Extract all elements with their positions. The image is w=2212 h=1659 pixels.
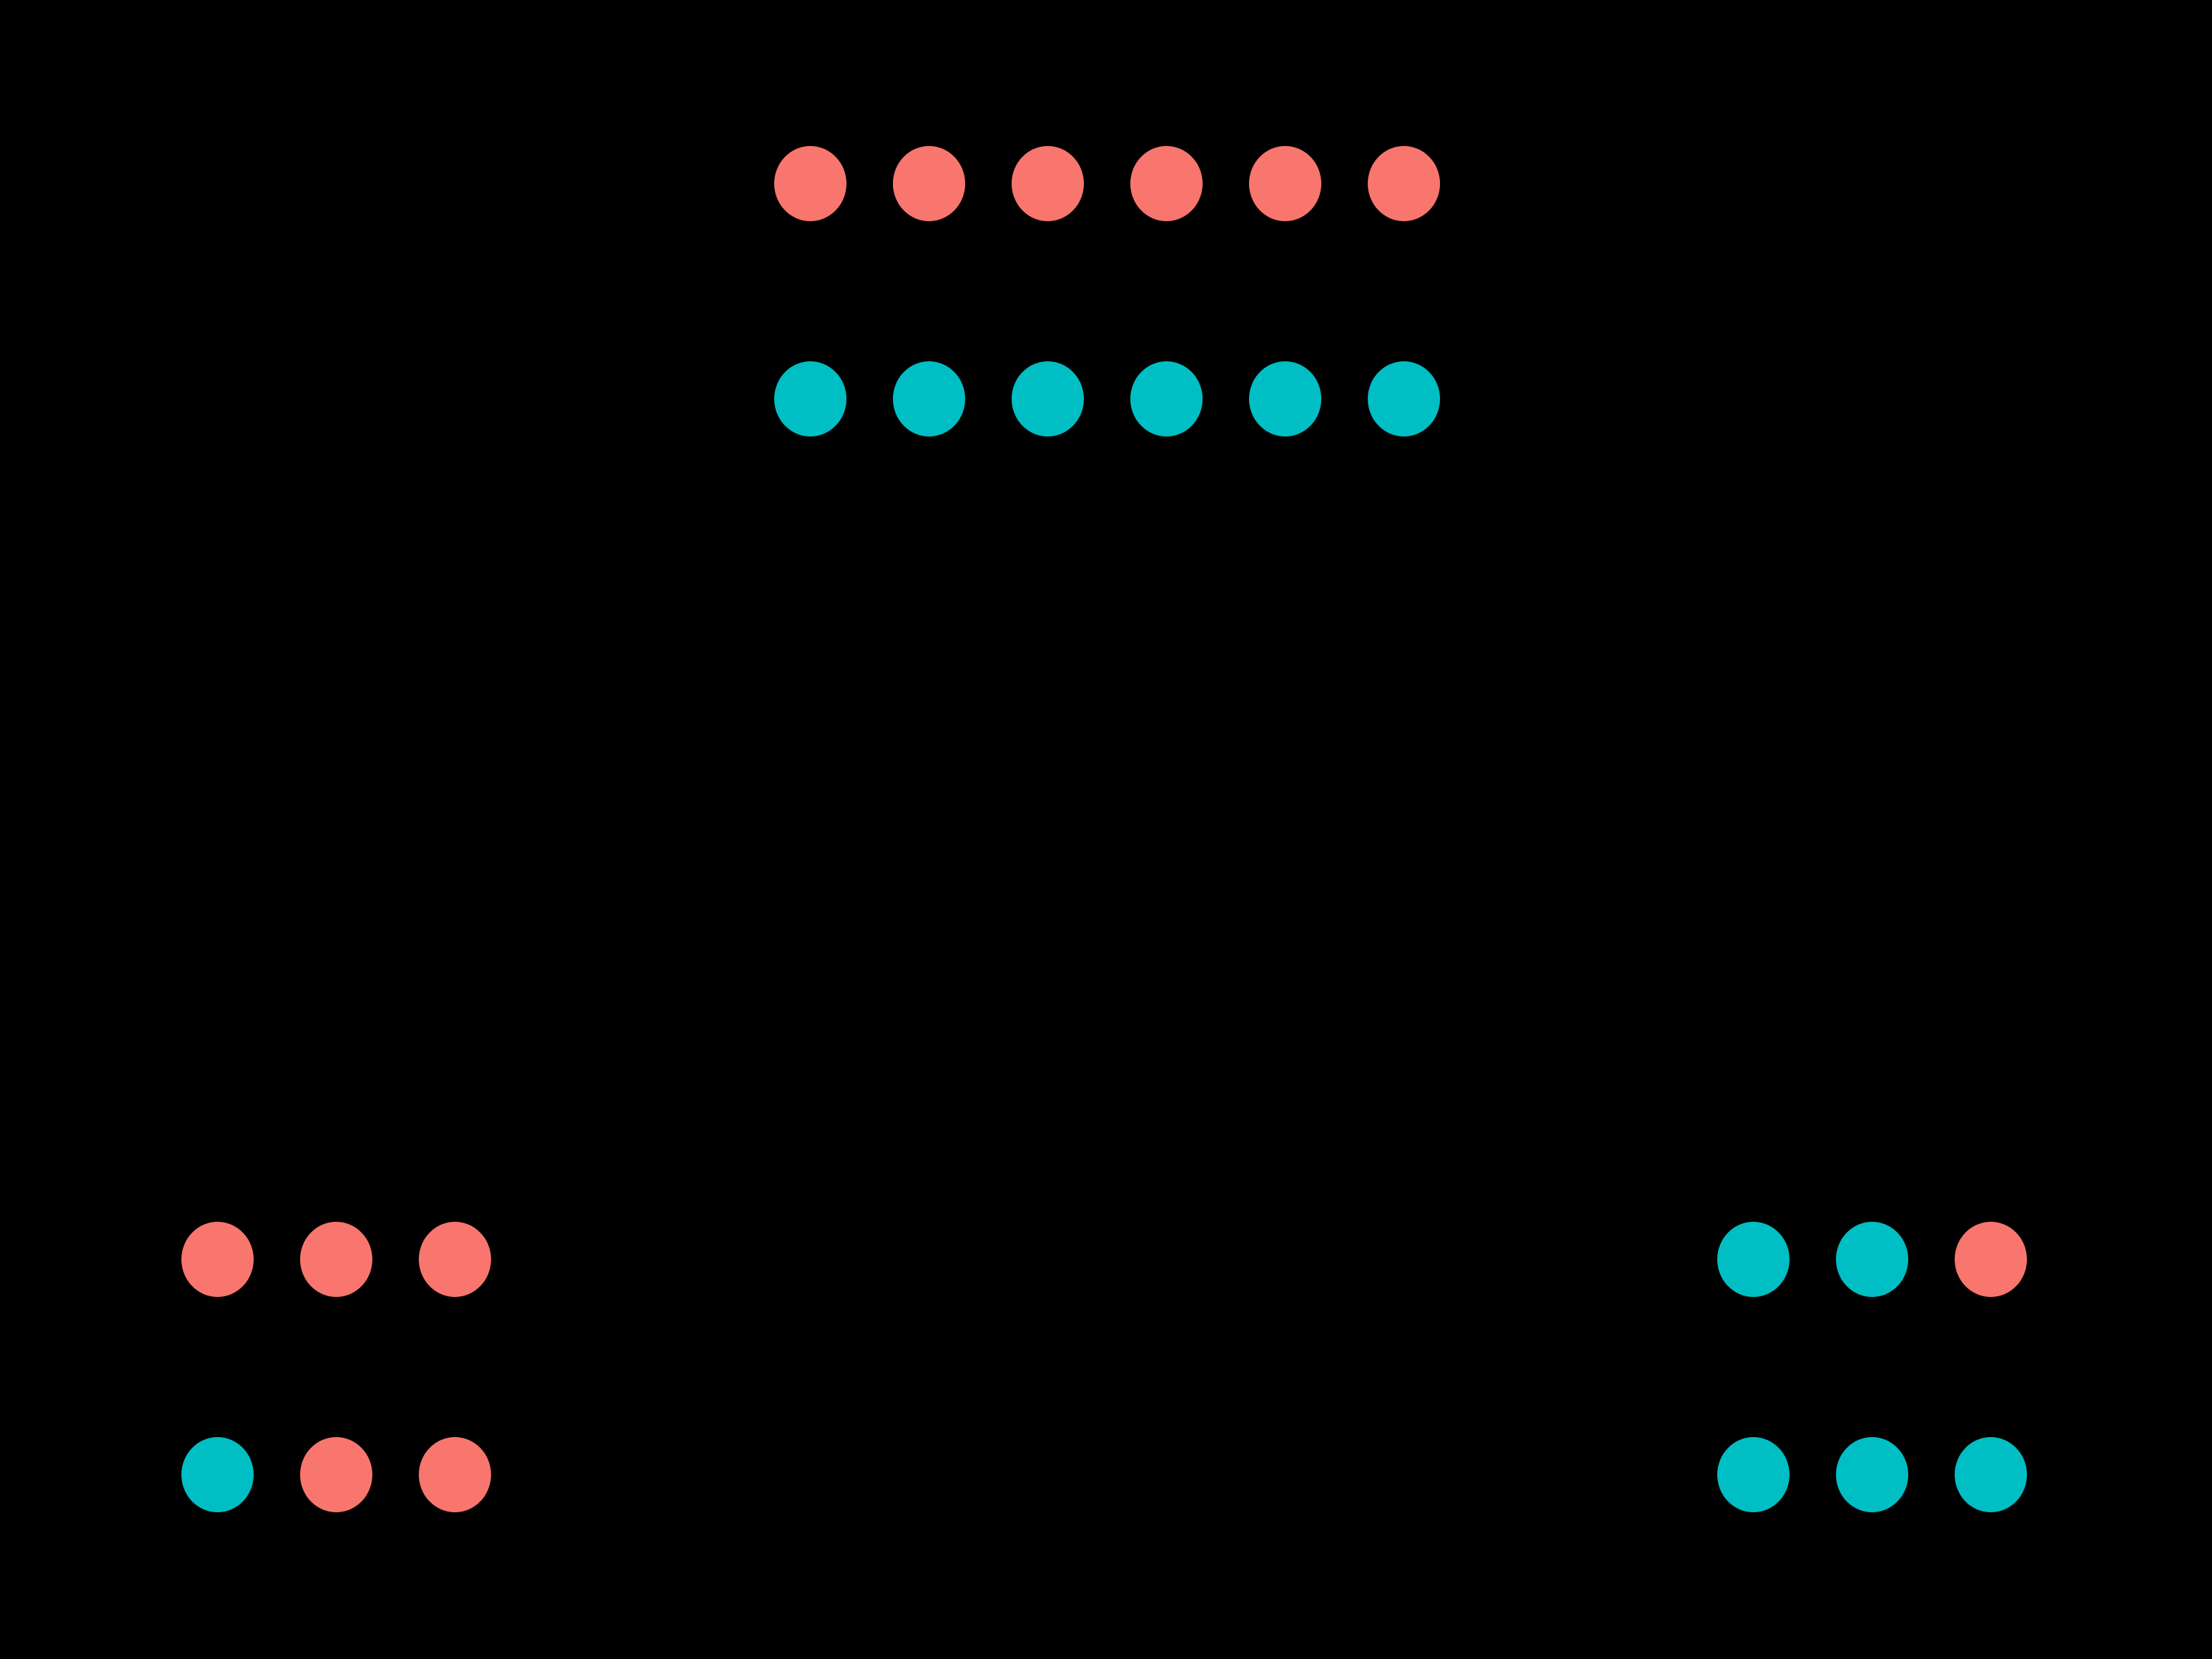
- dot-red[interactable]: [1012, 146, 1084, 221]
- dot-teal[interactable]: [1836, 1222, 1908, 1297]
- dot-red[interactable]: [1955, 1222, 2027, 1297]
- dot-red[interactable]: [1130, 146, 1203, 221]
- dot-red[interactable]: [300, 1437, 372, 1512]
- dot-teal[interactable]: [181, 1437, 254, 1512]
- top-center-cluster-row-1: [774, 146, 1440, 221]
- dot-teal[interactable]: [1717, 1437, 1790, 1512]
- dot-red[interactable]: [1368, 146, 1440, 221]
- dot-teal[interactable]: [1955, 1437, 2027, 1512]
- dot-teal[interactable]: [893, 361, 965, 437]
- bottom-left-cluster-row-2: [181, 1437, 491, 1512]
- bottom-right-cluster-row-2: [1717, 1437, 2027, 1512]
- dot-red[interactable]: [774, 146, 846, 221]
- dot-teal[interactable]: [1717, 1222, 1790, 1297]
- dot-teal[interactable]: [1130, 361, 1203, 437]
- dot-red[interactable]: [893, 146, 965, 221]
- dot-red[interactable]: [419, 1222, 491, 1297]
- dot-red[interactable]: [300, 1222, 372, 1297]
- dot-teal[interactable]: [1368, 361, 1440, 437]
- top-center-cluster: [774, 146, 1440, 437]
- dot-teal[interactable]: [1012, 361, 1084, 437]
- dot-teal[interactable]: [1249, 361, 1321, 437]
- dot-teal[interactable]: [1836, 1437, 1908, 1512]
- bottom-right-cluster-row-1: [1717, 1222, 2027, 1297]
- dot-red[interactable]: [1249, 146, 1321, 221]
- top-center-cluster-row-2: [774, 361, 1440, 437]
- dot-red[interactable]: [181, 1222, 254, 1297]
- bottom-left-cluster: [181, 1222, 491, 1512]
- bottom-right-cluster: [1717, 1222, 2027, 1512]
- bottom-left-cluster-row-1: [181, 1222, 491, 1297]
- dot-teal[interactable]: [774, 361, 846, 437]
- dot-red[interactable]: [419, 1437, 491, 1512]
